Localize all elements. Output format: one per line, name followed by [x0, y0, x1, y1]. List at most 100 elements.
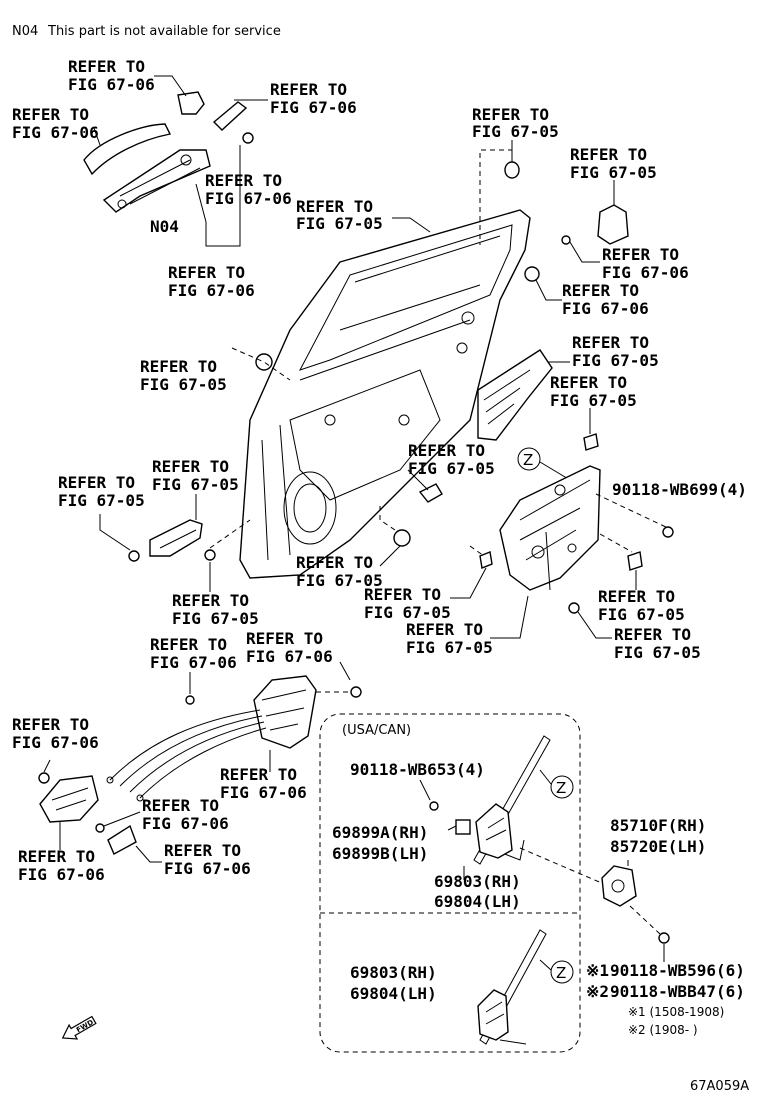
lower-hinge-group — [128, 519, 203, 562]
inside-handle-group — [38, 772, 137, 855]
speaker-bracket-part — [477, 349, 553, 441]
ref-r19-line1: REFER TO — [58, 473, 135, 492]
ref-r22-line2: FIG 67-06 — [246, 647, 333, 666]
part-bracket-lh: 69899B(LH) — [332, 844, 428, 863]
plug-lower-part — [393, 529, 411, 547]
ref-r17-line2: FIG 67-05 — [598, 605, 685, 624]
clip-right-part — [627, 551, 643, 571]
grommet-top-part — [504, 161, 520, 179]
motor-bolt-part — [658, 932, 670, 944]
ref-r12-line2: FIG 67-05 — [550, 391, 637, 410]
ref-r09-line2: FIG 67-06 — [562, 299, 649, 318]
ref-r22-line1: REFER TO — [246, 629, 323, 648]
ref-r03-line2: FIG 67-06 — [12, 123, 99, 142]
inside-handle-part — [39, 775, 99, 823]
ref-r07-line1: REFER TO — [570, 145, 647, 164]
ref-r06-line2: FIG 67-05 — [472, 122, 559, 141]
handle-bezel-part — [107, 824, 137, 855]
ref-r19-line2: FIG 67-05 — [58, 491, 145, 510]
ref-r17-line1: REFER TO — [598, 587, 675, 606]
ref-r24-line2: FIG 67-06 — [220, 783, 307, 802]
ref-r01-line1: REFER TO — [68, 57, 145, 76]
z-marker-upper-label: Z — [523, 451, 533, 469]
plug-left-part — [255, 353, 273, 371]
handle-frame-part — [102, 149, 211, 213]
ref-r04-line1: REFER TO — [205, 171, 282, 190]
part-bolt-wb653: 90118-WB653(4) — [350, 760, 485, 779]
n04-label: N04 — [150, 217, 179, 236]
ref-r13-line2: FIG 67-05 — [408, 459, 495, 478]
ref-r26-line2: FIG 67-06 — [142, 814, 229, 833]
ref-r03-line1: REFER TO — [12, 105, 89, 124]
ref-r02-line1: REFER TO — [270, 80, 347, 99]
regulator-upper-part — [475, 803, 513, 859]
ref-r25-line1: REFER TO — [12, 715, 89, 734]
part-reg-top-rh: 69803(RH) — [434, 872, 521, 891]
door-panel-part — [239, 209, 531, 579]
ref-r08-line1: REFER TO — [602, 245, 679, 264]
ref-r20-line1: REFER TO — [152, 457, 229, 476]
ref-r01-line2: FIG 67-06 — [68, 75, 155, 94]
part-bolt-wb596: 90118-WB596(6) — [610, 961, 745, 980]
z-marker-mid — [550, 775, 574, 799]
cable-clip-part — [185, 695, 195, 705]
ref-r02-line2: FIG 67-06 — [270, 98, 357, 117]
ref-r11-line2: FIG 67-05 — [140, 375, 227, 394]
regulator-upper-group — [455, 735, 551, 865]
ref-r23-line2: FIG 67-06 — [150, 653, 237, 672]
ref-r16-line1: REFER TO — [406, 620, 483, 639]
lower-hinge-part — [149, 519, 203, 557]
ref-r11-line1: REFER TO — [140, 357, 217, 376]
part-bolt-847-mark: ※2 — [586, 982, 609, 1001]
hinge-bolt-lower-part — [204, 549, 216, 561]
ref-r18-line1: REFER TO — [614, 625, 691, 644]
ref-r20-line2: FIG 67-05 — [152, 475, 239, 494]
ref-r14-line1: REFER TO — [296, 553, 373, 572]
regulator-lower-part — [477, 989, 509, 1041]
handle-gasket-part — [212, 101, 248, 131]
footnote-1: ※1 (1508-1908) — [628, 1005, 724, 1019]
ref-r05-line1: REFER TO — [168, 263, 245, 282]
figure-code: 67A059A — [690, 1079, 749, 1094]
ref-r06-line1: REFER TO — [472, 105, 549, 124]
ref-r05b-line1: REFER TO — [296, 197, 373, 216]
z-marker-lower — [550, 960, 574, 984]
regulator-module-group — [499, 465, 601, 591]
ref-r09-line1: REFER TO — [562, 281, 639, 300]
part-bracket-rh: 69899A(RH) — [332, 823, 428, 842]
ref-r04-line2: FIG 67-06 — [205, 189, 292, 208]
ref-r26-line1: REFER TO — [142, 796, 219, 815]
ref-r18-line2: FIG 67-05 — [614, 643, 701, 662]
screw-part — [242, 132, 254, 144]
usa-can-box — [319, 713, 581, 1053]
part-reg-top-lh: 69804(LH) — [434, 892, 521, 911]
ref-r16-line2: FIG 67-05 — [406, 638, 493, 657]
z-marker-lower-label: Z — [556, 964, 566, 982]
footnote-2: ※2 (1908- ) — [628, 1023, 698, 1037]
ref-r05-line2: FIG 67-06 — [168, 281, 255, 300]
outer-handle-part — [83, 123, 172, 176]
clip-lower-part — [479, 551, 493, 569]
z-marker-upper — [517, 447, 541, 471]
ref-r13-line1: REFER TO — [408, 441, 485, 460]
part-bolt-596-mark: ※1 — [586, 961, 609, 980]
regulator-module-part — [499, 465, 601, 591]
usa-can-label: (USA/CAN) — [342, 723, 411, 738]
fwd-arrow-icon: FWD — [61, 1015, 97, 1040]
ref-r25-line2: FIG 67-06 — [12, 733, 99, 752]
part-reg-bot-rh: 69803(RH) — [350, 963, 437, 982]
ref-r21-line2: FIG 67-05 — [172, 609, 259, 628]
ref-r24-line1: REFER TO — [220, 765, 297, 784]
ref-r15-line2: FIG 67-05 — [364, 603, 451, 622]
ref-r07-line2: FIG 67-05 — [570, 163, 657, 182]
ref-r27-line2: FIG 67-06 — [18, 865, 105, 884]
part-motor-lh: 85720E(LH) — [610, 837, 706, 856]
z-marker-mid-label: Z — [556, 779, 566, 797]
part-reg-bot-lh: 69804(LH) — [350, 984, 437, 1003]
ref-r23-line1: REFER TO — [150, 635, 227, 654]
latch-screw-part — [350, 686, 362, 698]
small-bolt-part — [583, 433, 599, 451]
regulator-lower-group — [477, 929, 547, 1045]
part-motor-rh: 85710F(RH) — [610, 816, 706, 835]
